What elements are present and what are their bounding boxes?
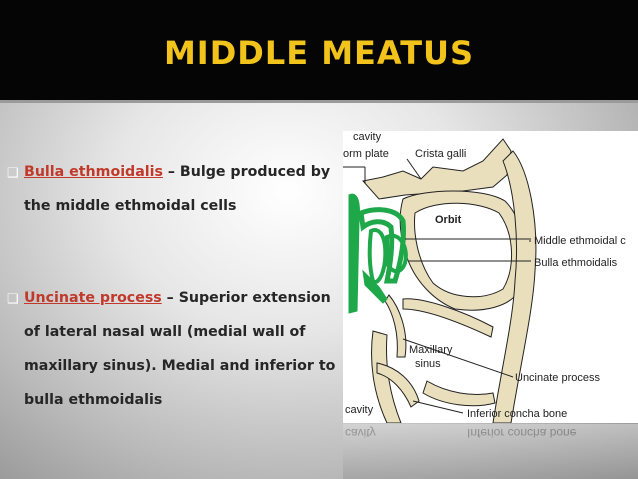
label-cavity-bottom: cavity [345, 404, 374, 416]
title-bar: MIDDLE MEATUS [0, 0, 638, 100]
label-sinus: sinus [415, 358, 441, 370]
bullet-line: of lateral nasal wall (medial wall of [24, 324, 306, 340]
orbital-floor [402, 298, 494, 338]
bullet-line: Uncinate process – Superior extension [24, 290, 335, 324]
anatomy-figure: cavity orm plate Crista galli Orbit Midd… [343, 131, 638, 423]
label-middle-ethmoidal: Middle ethmoidal c [534, 235, 626, 247]
term-uncinate-process: Uncinate process [24, 290, 162, 306]
ethmoid-diagram: cavity orm plate Crista galli Orbit Midd… [343, 131, 626, 423]
label-orbit: Orbit [435, 214, 462, 226]
definition-text: – Bulge produced by [162, 164, 331, 180]
ethmoid-cell-outline [358, 207, 406, 284]
label-bulla-ethmoidalis: Bulla ethmoidalis [534, 257, 618, 269]
leader-line [406, 158, 422, 180]
maxillary-floor [422, 380, 496, 407]
bullet-line: maxillary sinus). Medial and inferior to [24, 358, 336, 374]
orbit-wall [399, 190, 526, 311]
figure-reflection: cavity Inferior concha bone [343, 424, 638, 479]
reflection-text: Inferior concha bone [467, 426, 577, 440]
bullet-icon: ❑ [7, 165, 19, 180]
label-maxillary: Maxillary [409, 344, 453, 356]
leader-lines [343, 158, 531, 414]
term-bulla-ethmoidalis: Bulla ethmoidalis [24, 164, 163, 180]
bullet-point-uncinate: Uncinate process – Superior extension of… [24, 290, 335, 426]
figure-labels: cavity orm plate Crista galli Orbit Midd… [343, 131, 626, 420]
label-crista-galli: Crista galli [415, 148, 466, 160]
bullet-icon: ❑ [7, 291, 19, 306]
leader-line [402, 338, 514, 378]
label-uncinate-process: Uncinate process [515, 372, 600, 384]
uncinate-bone [384, 294, 407, 358]
label-form-plate: orm plate [343, 148, 389, 160]
uncinate-highlight [362, 269, 388, 304]
highlighted-cells [348, 193, 408, 314]
slide-title: MIDDLE MEATUS [163, 34, 475, 72]
label-inferior-concha: Inferior concha bone [467, 408, 567, 420]
inferior-concha [376, 362, 420, 408]
bullet-line: bulla ethmoidalis [24, 392, 163, 408]
title-divider [0, 100, 638, 103]
bullet-line: Bulla ethmoidalis – Bulge produced by [24, 164, 330, 198]
label-cavity-top: cavity [353, 131, 382, 143]
reflection-text: cavity [345, 426, 376, 440]
bullet-point-bulla: Bulla ethmoidalis – Bulge produced by th… [24, 164, 330, 232]
middle-ethmoidal-cell [367, 228, 388, 284]
bullet-line: the middle ethmoidal cells [24, 198, 237, 214]
perpendicular-plate-highlight [348, 193, 360, 314]
definition-text: – Superior extension [161, 290, 331, 306]
leader-line [412, 400, 464, 414]
bulla-highlight [385, 233, 408, 274]
